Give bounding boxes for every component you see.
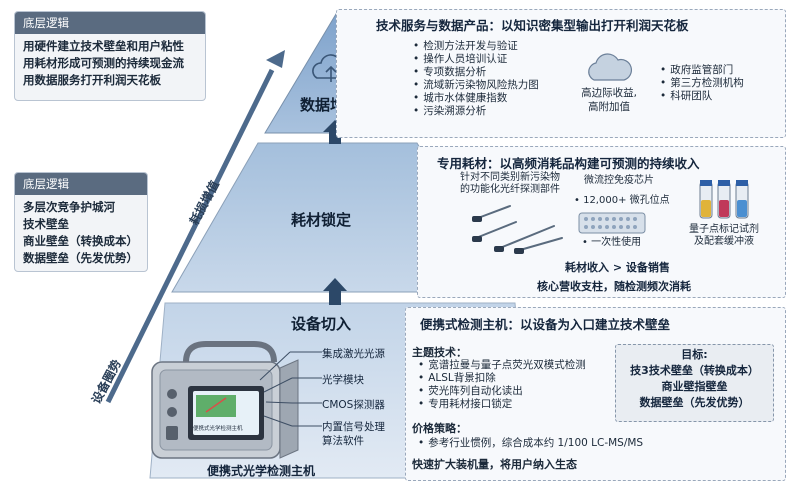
logic-box-bottom-head: 底层逻辑 — [15, 173, 147, 195]
component-laser: 集成激光光源 — [322, 348, 385, 360]
component-optics: 光学模块 — [322, 374, 364, 386]
device-panel-title: 便携式检测主机：以设备为入口建立技术壁垒 — [420, 317, 671, 332]
client-list: 政府监管部门 第三方检测机构 科研团队 — [660, 64, 744, 103]
cloud-caption-line: 高附加值 — [588, 101, 630, 113]
logic-line: 用硬件建立技术壁垒和用户粘性 — [23, 39, 184, 53]
list-item: 政府监管部门 — [660, 64, 744, 77]
list-item: 专用耗材接口锁定 — [418, 398, 586, 411]
chip-count: • 12,000+ 微孔位点 — [574, 195, 670, 206]
device-caption: 便携式光学检测主机 — [207, 464, 316, 478]
device-screen-text: 便携式光学检测主机 — [193, 426, 243, 432]
target-line: 技3技术壁垒（转换成本） — [630, 364, 759, 377]
cloud-icon — [588, 53, 633, 81]
logic-line: 技术壁垒 — [23, 217, 69, 231]
target-line: 数据壁垒（先发优势） — [639, 396, 750, 409]
list-item: 流域新污染物风险热力图 — [413, 79, 539, 92]
fiber-probe-icon — [472, 205, 563, 254]
growth-arrow-head — [266, 50, 285, 68]
consumable-panel-title: 专用耗材：以高频消耗品构建可预测的持续收入 — [437, 156, 700, 171]
tech-list: 宽谱拉曼与量子点荧光双模式检测 ALSL背景扣除 荧光阵列自动化读出 专用耗材接… — [418, 359, 586, 411]
leader-lines — [259, 351, 322, 427]
vial-caption-line: 及配套缓冲液 — [694, 236, 754, 247]
target-head: 目标: — [681, 348, 708, 361]
data-panel-title: 技术服务与数据产品：以知识密集型输出打开利润天花板 — [376, 18, 689, 33]
logic-line: 多层次竞争护城河 — [23, 200, 115, 214]
list-item: 科研团队 — [660, 90, 744, 103]
list-item: 荧光阵列自动化读出 — [418, 385, 586, 398]
tech-head: 主题技术： — [412, 346, 467, 359]
expand-line: 快速扩大装机量，将用户纳入生态 — [412, 458, 577, 471]
logic-box-bottom: 底层逻辑 多层次竞争护城河 技术壁垒 商业壁垒（转换成本） 数据壁垒（先发优势） — [14, 172, 148, 272]
logic-line: 用耗材形成可预测的持续现金流 — [23, 56, 184, 70]
revenue-line: 耗材收入 > 设备销售 — [565, 261, 670, 274]
target-box: 目标: 技3技术壁垒（转换成本） 商业壁指壁垒 数据壁垒（先发优势） — [615, 344, 774, 422]
list-item: 检测方法开发与验证 — [413, 40, 539, 53]
vial-caption-line: 量子点标记试剂 — [689, 224, 759, 235]
cloud-caption-line: 高边际收益, — [581, 87, 637, 99]
component-processing: 内置信号处理 — [322, 421, 385, 433]
reagent-vials-icon — [699, 180, 749, 219]
chip-use: • 一次性使用 — [582, 237, 642, 248]
price-list: 参考行业惯例，综合成本约 1/100 LC-MS/MS — [418, 437, 643, 450]
probe-caption-line: 针对不同类别新污染物 — [460, 172, 560, 183]
portable-detector-illustration — [151, 341, 299, 459]
cloud-caption: 高边际收益, 高附加值 — [574, 86, 644, 114]
logic-box-top: 底层逻辑 用硬件建立技术壁垒和用户粘性 用耗材形成可预测的持续现金流 用数据服务… — [14, 11, 206, 101]
logic-line: 用数据服务打开利润天花板 — [23, 73, 161, 87]
logic-box-top-head: 底层逻辑 — [15, 12, 205, 34]
list-item: 操作人员培训认证 — [413, 53, 539, 66]
vial-caption: 量子点标记试剂 及配套缓冲液 — [682, 224, 766, 248]
price-head: 价格策略： — [412, 422, 467, 435]
probe-caption: 针对不同类别新污染物 的功能化光纤探测部件 — [460, 172, 560, 196]
component-cmos: CMOS探测器 — [322, 399, 385, 411]
list-item: 专项数据分析 — [413, 66, 539, 79]
chip-caption: 微流控免疫芯片 — [584, 175, 654, 186]
tier-middle-label: 耗材锁定 — [291, 211, 352, 229]
list-item: 城市水体健康指数 — [413, 92, 539, 105]
list-item: 参考行业惯例，综合成本约 1/100 LC-MS/MS — [418, 437, 643, 450]
list-item: ALSL背景扣除 — [418, 372, 586, 385]
list-item: 第三方检测机构 — [660, 77, 744, 90]
list-item: 宽谱拉曼与量子点荧光双模式检测 — [418, 359, 586, 372]
growth-arrow — [105, 68, 275, 404]
target-line: 商业壁指壁垒 — [661, 380, 728, 393]
pillar-line: 核心营收支柱，随检测频次消耗 — [537, 280, 691, 293]
tier-bottom-label: 设备切入 — [291, 315, 352, 333]
logic-line: 数据壁垒（先发优势） — [23, 251, 138, 265]
probe-caption-line: 的功能化光纤探测部件 — [460, 184, 560, 195]
microfluidic-chip-icon — [578, 212, 646, 234]
component-software: 算法软件 — [322, 435, 364, 447]
logic-line: 商业壁垒（转换成本） — [23, 234, 138, 248]
data-service-list: 检测方法开发与验证 操作人员培训认证 专项数据分析 流域新污染物风险热力图 城市… — [413, 40, 539, 118]
list-item: 污染溯源分析 — [413, 105, 539, 118]
